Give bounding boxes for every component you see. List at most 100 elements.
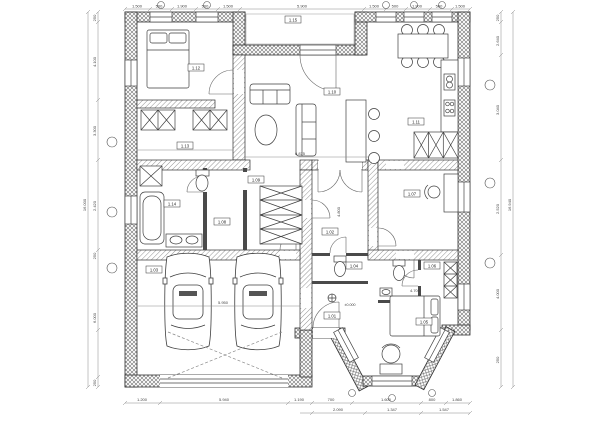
level-marker-text: ±0.000	[345, 303, 356, 307]
terrace-door	[299, 44, 337, 56]
bathtub	[139, 191, 165, 245]
window	[124, 59, 138, 87]
grid-bubble	[484, 79, 496, 91]
window-tag	[438, 1, 446, 9]
room-label-text: 1.04	[350, 264, 359, 269]
door-arc	[339, 169, 363, 193]
dimension-text: 250	[92, 379, 97, 386]
grid-bubble	[106, 136, 118, 148]
grid-bubbles	[106, 1, 496, 402]
window-tag	[388, 394, 396, 402]
garage-door-swing	[167, 331, 283, 379]
sofa	[249, 83, 291, 105]
dimension-text: 1.500	[132, 4, 143, 9]
dimension-text: 1.547	[439, 407, 450, 412]
toilet	[195, 169, 210, 192]
dimension-text: 500	[392, 4, 399, 9]
car-2	[232, 252, 284, 351]
wardrobe-column	[259, 185, 303, 245]
window	[375, 11, 397, 23]
dimension-text: 1.190	[294, 397, 305, 402]
dimension-text: 5.900	[297, 4, 308, 9]
wall-wc-entry	[312, 281, 368, 284]
bar-stool	[368, 152, 380, 164]
room-label-text: 1.12	[192, 66, 201, 71]
window	[149, 11, 173, 23]
dimension-text: 1.600	[381, 397, 392, 402]
room-label: 1.14	[163, 199, 181, 208]
wall-top-left	[124, 11, 246, 23]
dimension-text: 1.860	[452, 397, 463, 402]
dimension-texts: 1.500 500 1.900 500 1.500 5.900 1.500 50…	[82, 4, 512, 413]
dimension-text: 2.520	[495, 203, 500, 214]
grid-bubble	[484, 177, 496, 189]
room-label: 1.05	[415, 317, 433, 326]
room-label-text: 1.01	[328, 314, 337, 319]
wall-openings	[234, 70, 414, 308]
window	[403, 11, 425, 23]
armchair	[379, 343, 403, 375]
room-label-text: 1.13	[181, 144, 190, 149]
dimension-text: 500	[436, 4, 443, 9]
dimension-text: 4.100	[92, 56, 97, 67]
bed-double	[146, 29, 190, 89]
room-label-text: 1.08	[218, 220, 227, 225]
grid-bubble	[106, 206, 118, 218]
toilet	[392, 259, 406, 281]
room-label-text: 1.15	[289, 18, 298, 23]
wall-hall-closet	[243, 168, 247, 250]
windows	[124, 11, 471, 387]
door-arc	[299, 54, 337, 92]
room-label-text: 1.02	[326, 230, 335, 235]
room-label: 1.01	[323, 311, 341, 320]
sofa	[295, 103, 317, 157]
dimension-text: 1.200	[137, 397, 148, 402]
bay-window	[424, 327, 450, 363]
door-arc	[329, 236, 347, 254]
wall-mid-stub	[299, 159, 313, 171]
window	[124, 195, 138, 225]
dimension-text: 3.300	[92, 125, 97, 136]
dimension-text: 5.940	[219, 397, 230, 402]
room-label-text: 1.11	[412, 120, 421, 125]
bed-double	[389, 295, 441, 337]
wardrobe	[443, 261, 458, 299]
room-label-text: 1.14	[168, 202, 177, 207]
room-label: 1.11	[407, 117, 425, 126]
wall-garage-top	[136, 249, 301, 261]
wardrobe	[140, 109, 228, 131]
room-label-text: 1.10	[328, 90, 337, 95]
office-chair	[427, 185, 441, 199]
window-tag	[157, 1, 165, 9]
dining-set	[397, 24, 449, 68]
bay-window	[371, 375, 413, 387]
window-tag	[410, 1, 418, 9]
dimension-text: 1.500	[223, 4, 234, 9]
bar-stool	[368, 130, 380, 142]
desk	[424, 173, 459, 213]
grid-bubble	[484, 257, 496, 269]
room-label-text: 1.07	[408, 192, 417, 197]
bay-window	[333, 327, 359, 363]
dimension-text: 1.500	[455, 4, 466, 9]
window	[195, 11, 219, 23]
room-label: 1.10	[323, 87, 341, 96]
wall-kitchen-office	[377, 159, 459, 171]
door-arc	[377, 227, 397, 247]
dimension-text: 3.040	[495, 104, 500, 115]
dimension-text: 6.000	[92, 312, 97, 323]
dimension-text: 4.000	[495, 288, 500, 299]
washing-machine	[139, 165, 163, 187]
room-label: 1.07	[403, 189, 421, 198]
coffee-table	[254, 114, 278, 146]
partition-openings	[160, 172, 421, 387]
room-label-text: 1.09	[252, 178, 261, 183]
wall-corridor-top	[311, 159, 319, 171]
toilet	[333, 255, 347, 277]
dimension-text: 2.640	[495, 35, 500, 46]
room-labels: 1.01 1.02 1.03 1.04 1.05 1.06 1.07 1.08 …	[145, 15, 441, 326]
dining-table	[397, 33, 449, 59]
window	[457, 57, 471, 87]
room-label-text: 1.03	[150, 268, 159, 273]
